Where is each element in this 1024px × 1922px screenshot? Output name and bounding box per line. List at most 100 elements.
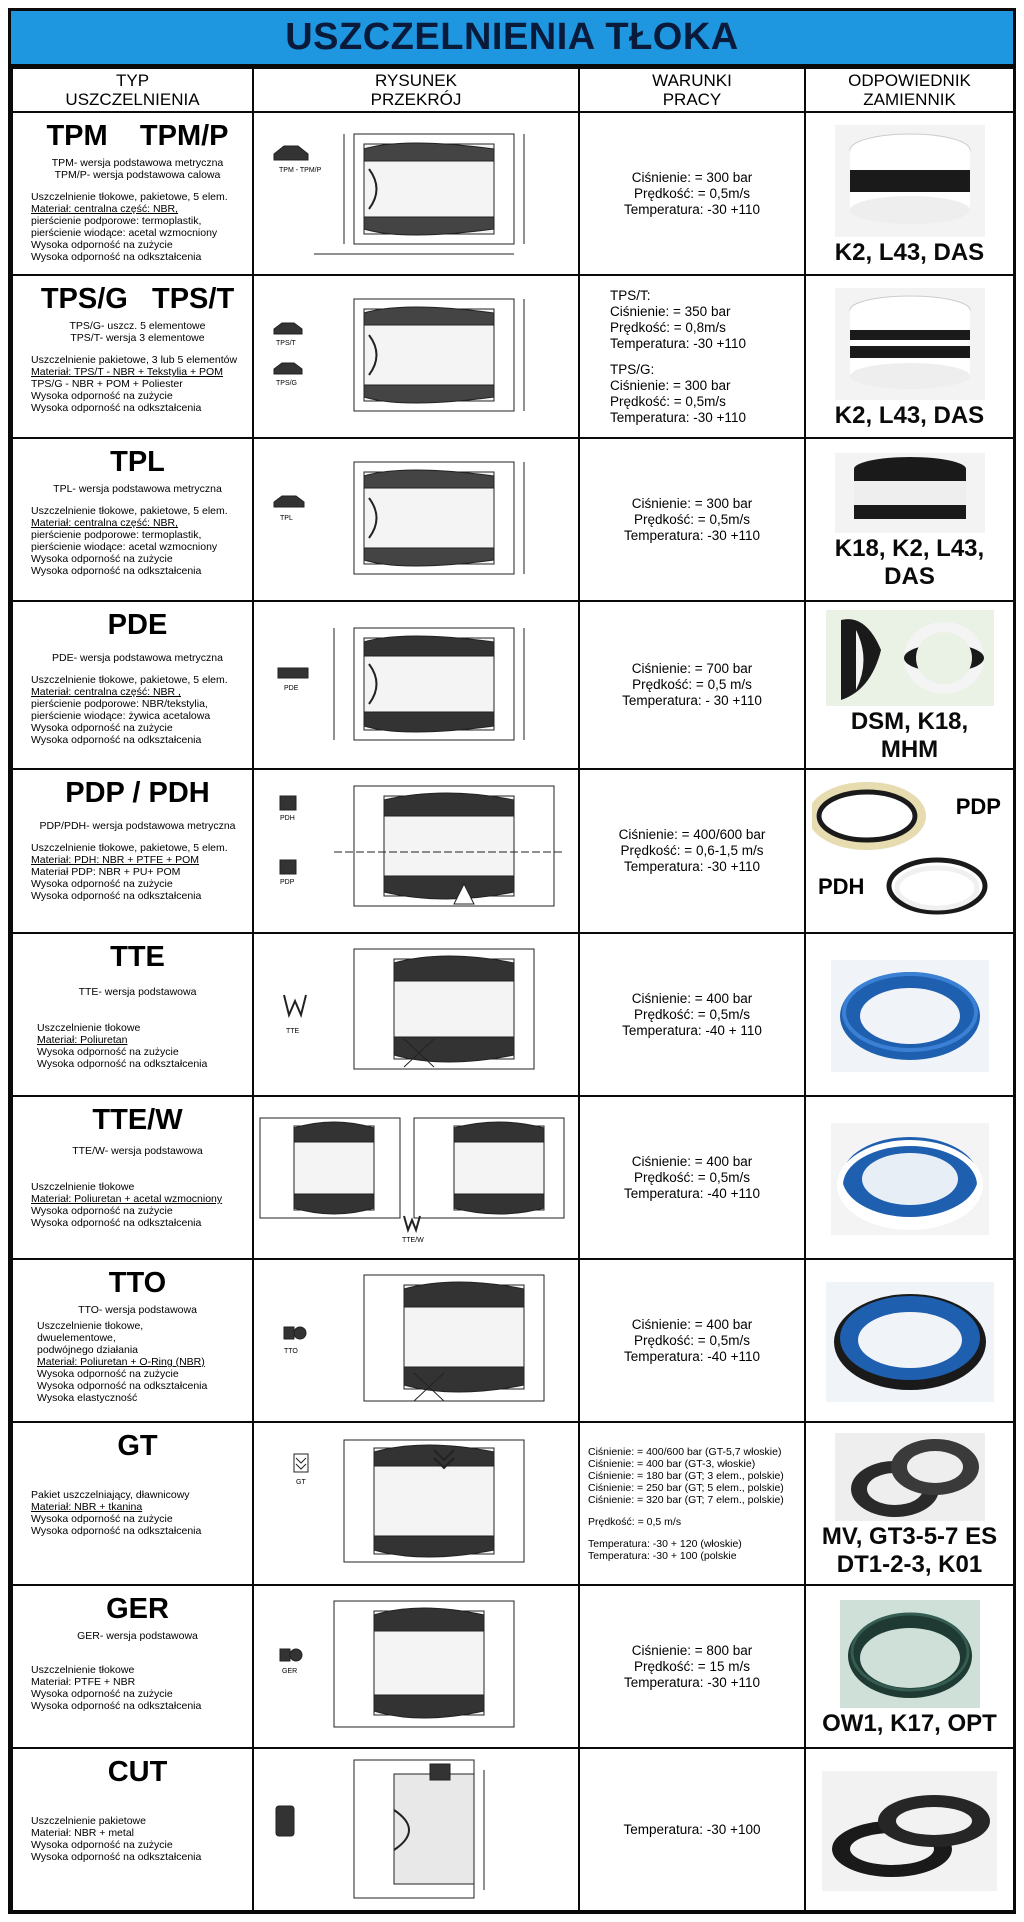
pdp-pdh-rings-photo: PDP PDH [812,776,1007,926]
seal-type-cell: TTO TTO- wersja podstawowa Uszczelnienie… [11,1258,254,1423]
table-row: TPM TPM/P TPM- wersja podstawowa metrycz… [11,111,1015,276]
cross-section-drawing: PDE [252,600,580,770]
svg-text:PDE: PDE [284,685,299,692]
seal-name: TTE [110,941,165,973]
seal-type-cell: GER GER- wersja podstawowa Uszczelnienie… [11,1584,254,1749]
cross-section-drawing: TPL [252,437,580,602]
seal-type-cell: TPM TPM/P TPM- wersja podstawowa metrycz… [11,111,254,276]
cross-section-drawing: GT [252,1421,580,1586]
black-white-ring-photo [834,452,985,533]
table-row: PDP / PDH PDP/PDH- wersja podstawowa met… [11,768,1015,934]
cross-section-drawing: TPS/T TPS/G [252,274,580,439]
photo-label-pdp: PDP [955,794,1001,819]
cross-section-drawing: TTE/W [252,1095,580,1260]
working-conditions: Temperatura: -30 +100 [578,1747,806,1912]
table-row: TTO TTO- wersja podstawowa Uszczelnienie… [11,1258,1015,1423]
replacement-code: K2, L43, DAS [834,238,985,266]
seal-description: Uszczelnienie pakietowe, 3 lub 5 element… [31,354,238,414]
photo-label-pdh: PDH [818,874,865,899]
seal-type-cell: PDE PDE- wersja podstawowa metryczna Usz… [11,600,254,770]
replacement-cell: K2, L43, DAS [804,111,1015,276]
seal-name: CUT [107,1756,168,1788]
cross-section-drawing: GER [252,1584,580,1749]
svg-text:TTE/W: TTE/W [402,1237,424,1244]
gt-pack-photo [834,1432,985,1521]
replacement-cell [804,932,1015,1097]
svg-text:PDH: PDH [280,815,295,822]
cross-section-drawing: TTO [252,1258,580,1423]
seal-description: Uszczelnienie tłokowe, pakietowe, 5 elem… [31,505,228,577]
seal-name: TTO [108,1267,167,1299]
white-black-ring-photo [834,124,985,237]
seal-name: TPM TPM/P [46,120,229,152]
svg-text:TPS/T: TPS/T [276,340,297,347]
seal-name: GER [106,1593,169,1625]
svg-text:TPM - TPM/P: TPM - TPM/P [279,167,322,174]
table-row: PDE PDE- wersja podstawowa metryczna Usz… [11,600,1015,770]
replacement-cell: DSM, K18,MHM [804,600,1015,770]
seal-name: TPL [110,446,165,478]
cross-section-drawing-svg: TPM - TPM/P [273,133,525,255]
cross-section-drawing: PDH PDP [252,768,580,934]
table-row: GER GER- wersja podstawowa Uszczelnienie… [11,1584,1015,1749]
seal-type-cell: TTE/W TTE/W- wersja podstawowa Uszczelni… [11,1095,254,1260]
replacement-code: K2, L43, DAS [834,401,985,429]
svg-text:GER: GER [282,1668,297,1675]
page-title: USZCZELNIENIA TŁOKA [285,16,739,58]
seal-description: Uszczelnienie tłokowe, pakietowe, 5 elem… [31,191,228,263]
svg-text:TTE: TTE [286,1028,300,1035]
table-row: TTE TTE- wersja podstawowa Uszczelnienie… [11,932,1015,1097]
pde-rings-photo [825,610,994,706]
blue-black-ring-photo [825,1281,994,1402]
working-conditions: Ciśnienie: = 400/600 bar (GT-5,7 włoskie… [578,1421,806,1586]
replacement-code: DSM, K18,MHM [850,708,969,763]
blue-white-ring-photo [830,1122,989,1235]
seal-name: PDP / PDH [65,777,210,809]
replacement-cell [804,1747,1015,1912]
green-ring-photo [839,1599,980,1708]
cross-section-drawing: TPM - TPM/P [252,111,580,276]
svg-text:TPL: TPL [280,515,293,522]
replacement-cell [804,1095,1015,1260]
cross-section-drawing [252,1747,580,1912]
seal-description: Uszczelnienie tłokowe,dwuelementowe,podw… [37,1320,208,1404]
black-washer-photo [822,1770,997,1891]
replacement-cell: K2, L43, DAS [804,274,1015,439]
svg-text:GT: GT [296,1479,306,1486]
table-row: TPL TPL- wersja podstawowa metryczna Usz… [11,437,1015,602]
replacement-cell: K18, K2, L43,DAS [804,437,1015,602]
replacement-code: OW1, K17, OPT [822,1709,997,1737]
cross-section-drawing: TTE [252,932,580,1097]
blue-ring-photo [830,959,989,1072]
svg-text:TTO: TTO [284,1348,298,1355]
seal-type-cell: TPL TPL- wersja podstawowa metryczna Usz… [11,437,254,602]
replacement-cell: OW1, K17, OPT [804,1584,1015,1749]
seal-name: TPS/G TPS/T [40,283,235,315]
white-black-ring-photo [834,287,985,400]
seal-type-cell: TTE TTE- wersja podstawowa Uszczelnienie… [11,932,254,1097]
